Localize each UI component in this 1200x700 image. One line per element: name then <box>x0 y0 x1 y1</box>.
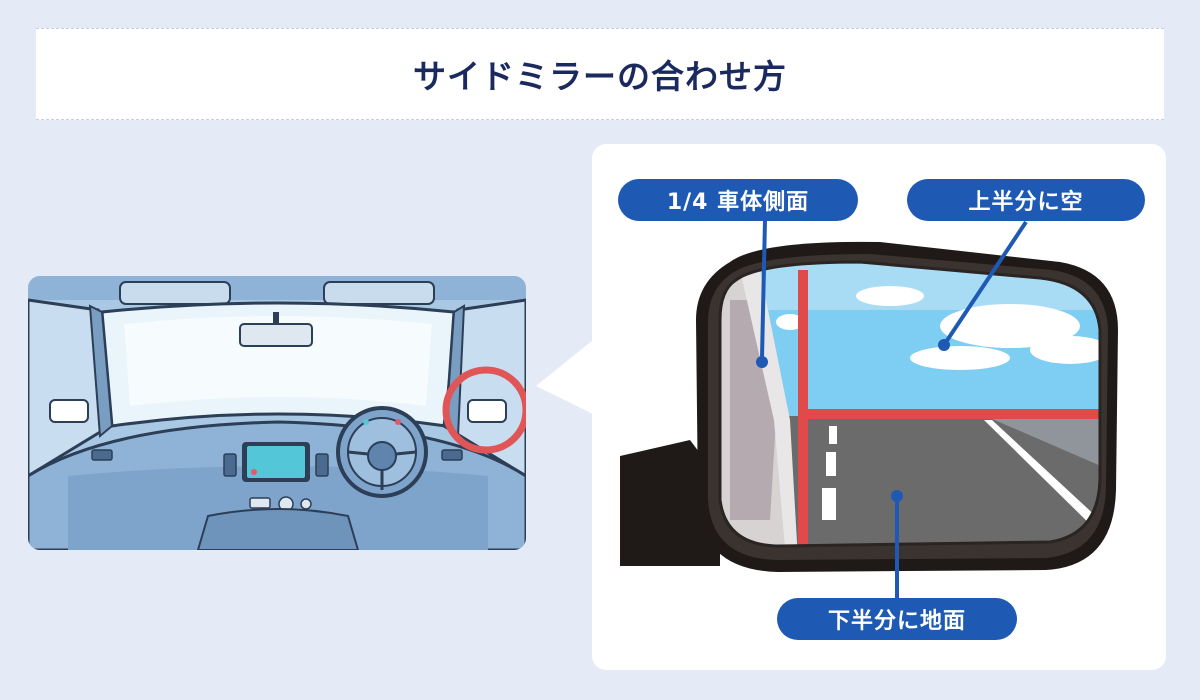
label-upper-sky: 上半分に空 <box>907 179 1145 221</box>
car-interior-illustration <box>28 276 526 550</box>
page-title: サイドミラーの合わせ方 <box>413 57 787 96</box>
label-lower-ground: 下半分に地面 <box>777 598 1017 640</box>
title-bar: サイドミラーの合わせ方 <box>36 28 1164 120</box>
car-dashboard-icon <box>28 276 526 550</box>
label-body-quarter: 1/4 車体側面 <box>618 179 858 221</box>
